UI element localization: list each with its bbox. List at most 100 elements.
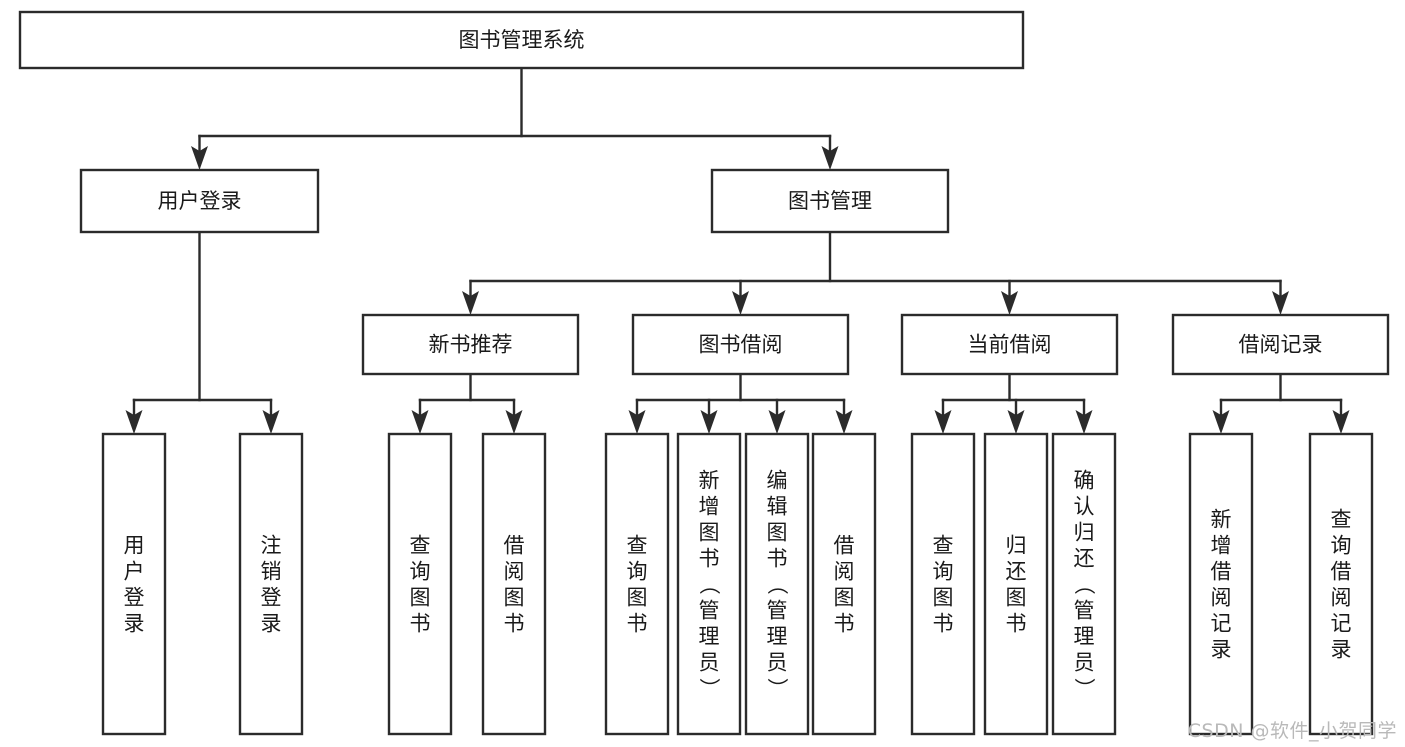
node-label-char: 图 (1006, 585, 1027, 609)
node-box-leaf-cur-return[interactable] (983, 432, 1049, 736)
node-box-leaf-rec-add[interactable] (1188, 432, 1254, 736)
node-label-char: 理 (1074, 624, 1095, 648)
node-box-login[interactable] (79, 168, 320, 234)
node-leaf-cur-query[interactable]: 查询图书查询图书 (910, 432, 976, 736)
node-label-char: 记 (1211, 611, 1232, 635)
node-label-char: 查 (1331, 507, 1352, 531)
node-box-leaf-bk-borrow[interactable] (811, 432, 877, 736)
node-label-char: （ (697, 574, 721, 595)
node-label-char: 阅 (504, 559, 525, 583)
node-label-char: 新 (1211, 507, 1232, 531)
node-label-char: 登 (124, 585, 145, 609)
node-label-char: 书 (1006, 611, 1027, 635)
arrow-head-icon (835, 410, 853, 434)
node-label-char: 查 (933, 533, 954, 557)
node-bookmgmt[interactable]: 图书管理 (710, 168, 950, 234)
node-label-char: 录 (124, 611, 145, 635)
node-leaf-cur-return[interactable]: 归还图书归还图书 (983, 432, 1049, 736)
node-label-char: 书 (767, 546, 788, 570)
node-label-char: 员 (767, 650, 788, 674)
node-box-newbook[interactable] (361, 313, 580, 376)
node-leaf-user-login[interactable]: 用户登录用户登录 (101, 432, 167, 736)
edges-layer (125, 66, 1350, 434)
edge-group-records (1212, 372, 1350, 434)
node-leaf-rec-query[interactable]: 查询借阅记录查询借阅记录 (1308, 432, 1374, 736)
node-label-char: 录 (1331, 637, 1352, 661)
node-leaf-user-logout[interactable]: 注销登录注销登录 (238, 432, 304, 736)
node-label-char: 还 (1006, 559, 1027, 583)
node-label-char: 阅 (1211, 585, 1232, 609)
node-label-char: 归 (1074, 520, 1095, 544)
node-label-char: 员 (1074, 650, 1095, 674)
node-label-char: 户 (124, 559, 145, 583)
node-leaf-bk-borrow[interactable]: 借阅图书借阅图书 (811, 432, 877, 736)
arrow-head-icon (732, 291, 749, 315)
edge-group-newbook (411, 372, 523, 434)
node-leaf-nb-borrow[interactable]: 借阅图书借阅图书 (481, 432, 547, 736)
node-label-char: 书 (834, 611, 855, 635)
node-label-char: 增 (699, 494, 720, 518)
node-label-char: 询 (627, 559, 648, 583)
node-label-char: ） (1072, 678, 1096, 699)
node-label-char: 管 (699, 598, 720, 622)
node-borrow[interactable]: 图书借阅 (631, 313, 850, 376)
node-label-char: 确 (1074, 468, 1095, 492)
node-label-char: 编 (767, 468, 788, 492)
node-box-leaf-rec-query[interactable] (1308, 432, 1374, 736)
node-login[interactable]: 用户登录 (79, 168, 320, 234)
node-box-bookmgmt[interactable] (710, 168, 950, 234)
node-label-records: 借阅记录 (1239, 333, 1323, 357)
node-label-char: 借 (1331, 559, 1352, 583)
node-label-char: 新 (699, 468, 720, 492)
node-label-char: 图 (627, 585, 648, 609)
edge-group-borrow (628, 372, 853, 434)
node-root[interactable]: 图书管理系统 (18, 10, 1025, 70)
node-label-char: 归 (1006, 533, 1027, 557)
arrow-head-icon (821, 146, 839, 170)
node-leaf-nb-query[interactable]: 查询图书查询图书 (387, 432, 453, 736)
node-box-records[interactable] (1171, 313, 1390, 376)
node-label-char: 图 (933, 585, 954, 609)
node-box-leaf-bk-edit[interactable] (744, 432, 810, 736)
arrow-head-icon (628, 410, 646, 434)
node-box-leaf-cur-confirm[interactable] (1051, 432, 1117, 736)
node-box-borrow[interactable] (631, 313, 850, 376)
arrow-head-icon (191, 146, 208, 170)
node-label-char: 理 (699, 624, 720, 648)
node-label-char: 录 (261, 611, 282, 635)
edge-group-current (934, 372, 1093, 434)
node-box-leaf-cur-query[interactable] (910, 432, 976, 736)
arrow-head-icon (1007, 410, 1025, 434)
node-label-char: 注 (261, 533, 282, 557)
arrow-head-icon (1212, 410, 1230, 434)
arrow-head-icon (462, 291, 479, 315)
node-label-char: 管 (767, 598, 788, 622)
arrow-head-icon (1272, 291, 1289, 315)
node-label-char: 认 (1074, 494, 1095, 518)
node-box-leaf-user-logout[interactable] (238, 432, 304, 736)
node-label-char: （ (1072, 574, 1096, 595)
node-box-current[interactable] (900, 313, 1119, 376)
node-records[interactable]: 借阅记录 (1171, 313, 1390, 376)
node-box-leaf-bk-add[interactable] (676, 432, 742, 736)
node-newbook[interactable]: 新书推荐 (361, 313, 580, 376)
node-label-char: 图 (767, 520, 788, 544)
node-label-char: 用 (124, 533, 145, 557)
node-box-root[interactable] (18, 10, 1025, 70)
node-label-char: 询 (410, 559, 431, 583)
node-leaf-bk-query[interactable]: 查询图书查询图书 (604, 432, 670, 736)
node-box-leaf-bk-query[interactable] (604, 432, 670, 736)
node-leaf-rec-add[interactable]: 新增借阅记录新增借阅记录 (1188, 432, 1254, 736)
node-box-leaf-nb-borrow[interactable] (481, 432, 547, 736)
node-label-char: 书 (933, 611, 954, 635)
node-label-char: 图 (410, 585, 431, 609)
node-current[interactable]: 当前借阅 (900, 313, 1119, 376)
edge-group-login (125, 230, 280, 434)
arrow-head-icon (125, 410, 143, 434)
node-box-leaf-nb-query[interactable] (387, 432, 453, 736)
node-box-leaf-user-login[interactable] (101, 432, 167, 736)
